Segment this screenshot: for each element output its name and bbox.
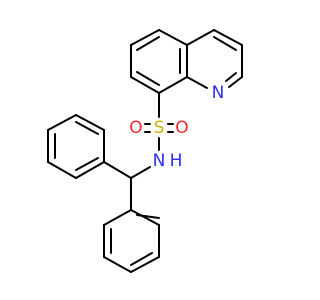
- bond: [130, 76, 160, 94]
- bond: [75, 161, 105, 179]
- amine-nitrogen-label: N: [153, 151, 166, 171]
- bond: [186, 29, 215, 46]
- oxygen-right-label: O: [175, 118, 188, 138]
- atom-labels: N S O O N H: [129, 83, 224, 171]
- bond: [228, 76, 243, 88]
- bond: [186, 76, 208, 89]
- sulfur-label: S: [154, 118, 165, 138]
- bond: [136, 214, 160, 219]
- bond: [225, 72, 237, 82]
- bond: [130, 256, 160, 273]
- bond: [136, 36, 160, 51]
- bond: [75, 157, 99, 171]
- bond: [136, 71, 160, 86]
- bond: [130, 252, 153, 266]
- bond-lines: [47, 29, 243, 273]
- bond: [103, 256, 132, 273]
- bond: [75, 114, 105, 131]
- bond: [158, 76, 188, 94]
- bond: [47, 161, 77, 179]
- bond: [103, 209, 132, 226]
- bond: [213, 29, 243, 46]
- bond: [158, 29, 188, 46]
- bond: [103, 161, 132, 179]
- ring-nitrogen-label: N: [212, 83, 225, 103]
- bond: [130, 166, 151, 179]
- structure-diagram: N S O O N H: [47, 29, 243, 273]
- bond: [75, 121, 99, 135]
- bond: [130, 29, 160, 46]
- bond: [130, 209, 160, 226]
- bond: [213, 36, 237, 51]
- bond: [47, 114, 77, 131]
- amine-hydrogen-label: H: [170, 151, 183, 171]
- oxygen-left-label: O: [129, 118, 142, 138]
